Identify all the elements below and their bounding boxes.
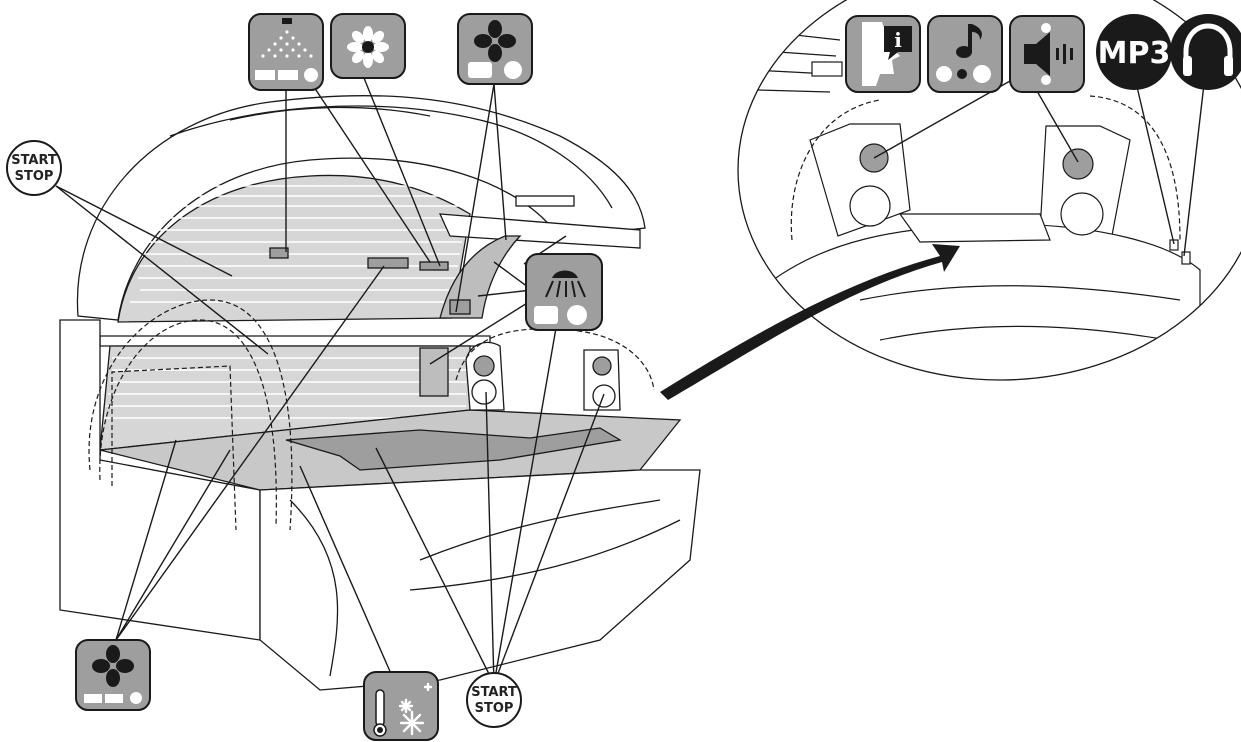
- voice-info-icon: i: [846, 16, 920, 92]
- start-stop-left-line2: STOP: [15, 169, 54, 184]
- shower-mist-icon: [249, 14, 323, 90]
- zoom-speaker-grille-right: [1063, 149, 1093, 179]
- fan-body-icon: [76, 640, 150, 710]
- zoom-speaker-right: [1061, 193, 1103, 235]
- start-stop-left-line1: START: [11, 153, 57, 168]
- tanning-bed: [60, 96, 700, 690]
- fan-grille-canopy: [368, 258, 408, 268]
- start-stop-bottom-line2: STOP: [475, 701, 514, 716]
- mp3-label: MP3: [1098, 36, 1171, 71]
- aroma-flower-icon: [331, 14, 405, 78]
- zoom-speaker-left: [850, 186, 890, 226]
- shower-lamp-icon: [526, 254, 602, 330]
- speaker-left: [472, 380, 496, 404]
- temperature-cooling-icon: [364, 672, 438, 740]
- start-stop-bottom-line1: START: [471, 685, 517, 700]
- fan-top-icon: [458, 14, 532, 84]
- zoom-label-plate: [812, 62, 842, 76]
- zoom-mat: [900, 214, 1050, 242]
- zoom-headphone-jack: [1182, 252, 1190, 264]
- music-icon: [928, 16, 1002, 92]
- aroma-nozzle: [420, 262, 448, 270]
- svg-text:i: i: [894, 28, 902, 52]
- start-stop-bottom-badge: START STOP: [467, 673, 521, 727]
- volume-icon: [1010, 16, 1084, 92]
- speaker-grille-right: [593, 357, 611, 375]
- speaker-grille-left: [474, 356, 494, 376]
- canopy-control-panel: [516, 196, 574, 206]
- top-fan-panel: [450, 300, 470, 314]
- speaker-right: [593, 385, 615, 407]
- bench-rail: [100, 336, 490, 346]
- mp3-icon: MP3: [1096, 14, 1172, 90]
- start-stop-left-badge: START STOP: [7, 141, 61, 195]
